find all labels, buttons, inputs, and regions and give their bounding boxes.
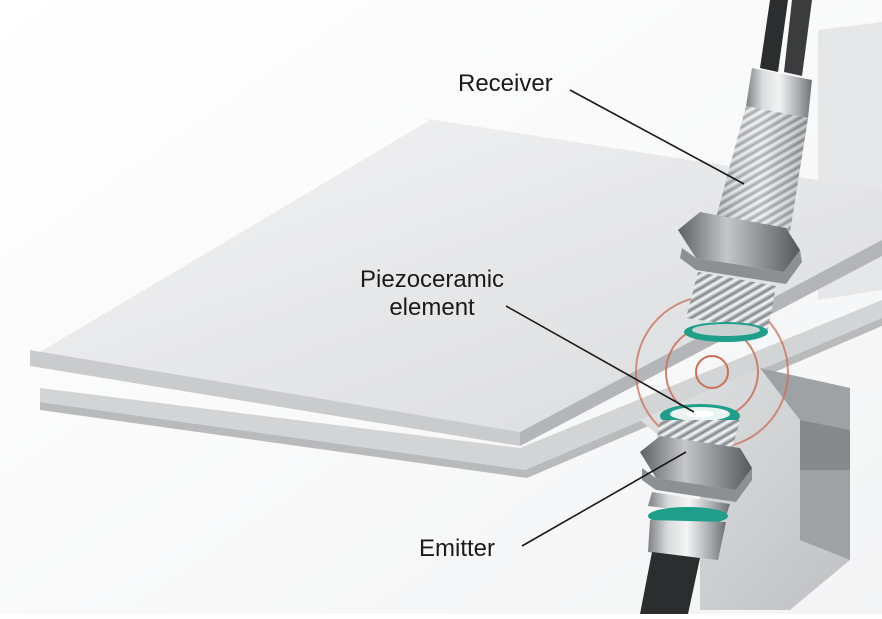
receiver-cables (760, 0, 812, 76)
plate-lower-edge (40, 318, 882, 478)
receiver-label: Receiver (458, 70, 553, 97)
plate-top-edge (30, 350, 520, 446)
receiver-leader (569, 89, 745, 185)
emitter-cable (640, 552, 700, 614)
piezo-label-line-1: Piezoceramic (360, 266, 505, 293)
piezo-label-line-2: element (389, 294, 475, 321)
emitter-sensor (640, 404, 752, 614)
emitter-label: Emitter (419, 535, 496, 562)
receiver-sensor (678, 68, 812, 342)
plate-top-side (520, 240, 882, 446)
leader-lines (505, 89, 745, 547)
emitter-leader (521, 451, 687, 547)
piezoceramic-element-label: Piezoceramic element (360, 266, 504, 322)
plate-lower (40, 300, 882, 470)
bracket-shadow (800, 420, 850, 470)
piezo-leader (505, 305, 695, 413)
plate-top (30, 118, 882, 432)
plate-highlight (30, 118, 430, 352)
